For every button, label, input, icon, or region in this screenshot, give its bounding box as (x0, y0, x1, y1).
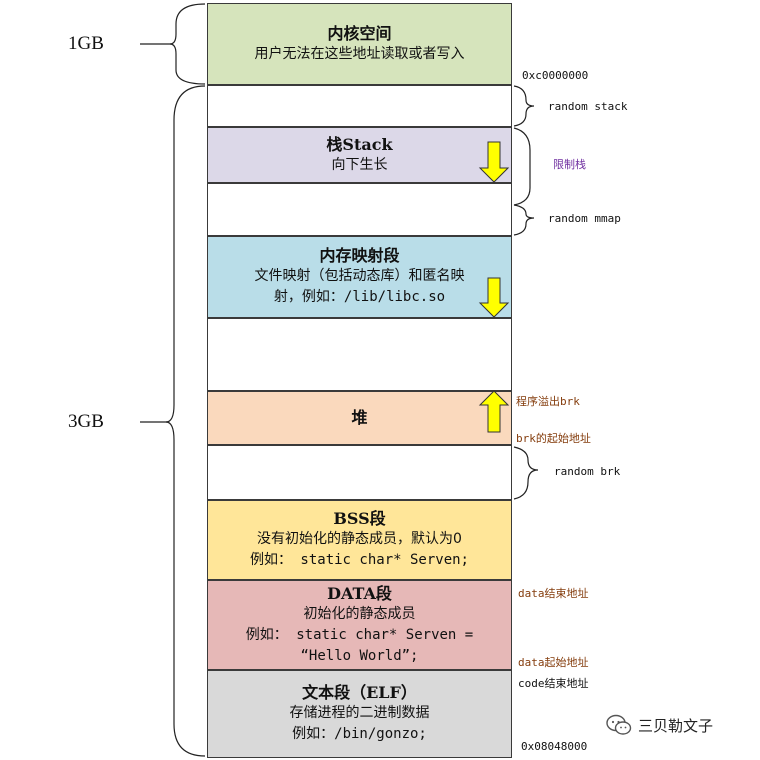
random-mmap-label: random mmap (548, 212, 621, 225)
stack-limit-label: 限制栈 (553, 158, 586, 171)
heap-grow-up-arrow (478, 390, 510, 433)
random-mmap-brace (513, 204, 535, 236)
data-end-label: data结束地址 (518, 587, 589, 600)
brk-overflow-label: 程序溢出brk (516, 395, 580, 408)
random-brk-brace (513, 446, 539, 500)
code-end-label: code结束地址 (518, 677, 589, 690)
segment-desc: 用户无法在这些地址读取或者写入 (254, 45, 465, 62)
segment-title: 栈Stack (326, 134, 393, 154)
segment-title: DATA段 (327, 583, 392, 603)
segment-desc-line2: 例如：/bin/gonzo; (292, 726, 427, 742)
segment-desc-line1: 初始化的静态成员 (303, 605, 416, 622)
segment-desc-line2: 例如： static char* Serven = (245, 626, 474, 643)
segment-desc: 向下生长 (331, 156, 388, 173)
kernel-start-address: 0xc0000000 (522, 69, 589, 82)
kernel-size-label: 1GB (68, 33, 104, 54)
user-brace (165, 85, 206, 757)
stack-grow-down-arrow (478, 141, 510, 183)
bss-segment: BSS段 没有初始化的静态成员，默认为0 例如： static char* Se… (207, 500, 512, 580)
data-segment: DATA段 初始化的静态成员 例如： static char* Serven =… (207, 580, 512, 670)
segment-title: 文本段（ELF） (302, 683, 417, 702)
random-stack-label: random stack (548, 100, 628, 113)
segment-title: 内存映射段 (319, 246, 400, 265)
segment-desc-line1: 文件映射（包括动态库）和匿名映 (254, 268, 465, 284)
segment-desc-line1: 存储进程的二进制数据 (289, 705, 430, 721)
user-size-label: 3GB (68, 411, 104, 432)
segment-desc-line3: “Hello World”; (300, 647, 419, 664)
free-gap (207, 318, 512, 391)
kernel-space-segment: 内核空间 用户无法在这些地址读取或者写入 (207, 3, 512, 85)
kernel-brace (169, 3, 206, 85)
random-stack-brace (513, 85, 535, 127)
data-start-label: data起始地址 (518, 656, 589, 669)
brk-start-label: brk的起始地址 (516, 432, 591, 445)
heap-segment: 堆 (207, 391, 512, 445)
segment-desc-line2: 例如： static char* Serven; (249, 552, 469, 568)
text-start-address: 0x08048000 (521, 740, 588, 753)
random-brk-gap (207, 445, 512, 500)
stack-limit-brace (513, 127, 531, 206)
segment-title: BSS段 (333, 509, 386, 528)
mmap-segment: 内存映射段 文件映射（包括动态库）和匿名映 射，例如：/lib/libc.so (207, 236, 512, 318)
random-stack-gap (207, 85, 512, 127)
segment-title: 堆 (351, 408, 368, 427)
watermark-text: 三贝勒文子 (638, 716, 714, 735)
segment-desc-line1: 没有初始化的静态成员，默认为0 (257, 531, 462, 547)
text-segment: 文本段（ELF） 存储进程的二进制数据 例如：/bin/gonzo; (207, 670, 512, 758)
random-brk-label: random brk (554, 465, 621, 478)
watermark: 三贝勒文子 (606, 714, 713, 736)
segment-desc-line2: 射，例如：/lib/libc.so (273, 289, 446, 305)
random-mmap-gap (207, 183, 512, 236)
segment-title: 内核空间 (327, 23, 392, 43)
stack-segment: 栈Stack 向下生长 (207, 127, 512, 183)
wechat-icon (606, 714, 632, 735)
mmap-grow-down-arrow (478, 277, 510, 318)
